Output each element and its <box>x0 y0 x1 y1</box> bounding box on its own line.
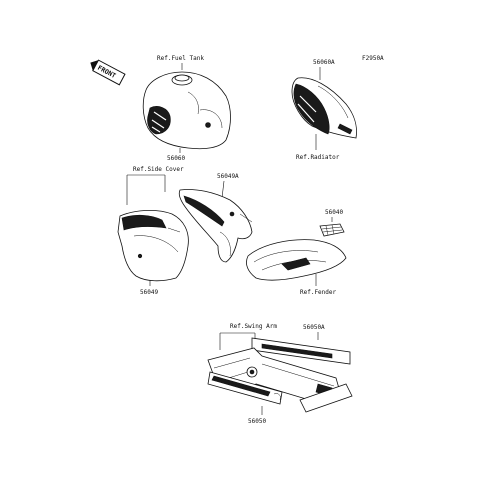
diagram-code: F2950A <box>362 55 384 62</box>
side-cover-left-illustration <box>117 210 189 282</box>
radiator-decal-illustration <box>291 77 357 139</box>
leader-line <box>221 180 225 199</box>
ref-fuel-tank-label: Ref.Fuel Tank <box>157 55 204 62</box>
ref-side-cover-label: Ref.Side Cover <box>133 166 184 173</box>
small-decal-56040-illustration <box>319 223 345 237</box>
front-badge: FRONT <box>90 59 126 86</box>
fuel-tank-illustration <box>142 71 231 150</box>
part-56040-label: 56040 <box>325 209 343 216</box>
ref-swing-arm-label: Ref.Swing Arm <box>230 323 277 330</box>
ref-fender-label: Ref.Fender <box>300 289 337 296</box>
part-56060a-label: 56060A <box>313 59 335 66</box>
side-cover-right-illustration <box>178 189 253 263</box>
part-56049-label: 56049 <box>140 289 158 296</box>
part-56049a-label: 56049A <box>217 173 239 180</box>
fender-illustration <box>246 239 347 281</box>
part-56060-label: 56060 <box>167 155 185 162</box>
ref-radiator-label: Ref.Radiator <box>296 154 340 161</box>
part-56050-label: 56050 <box>248 418 266 425</box>
part-56050a-label: 56050A <box>303 324 325 331</box>
swing-arm-illustration <box>207 337 353 413</box>
